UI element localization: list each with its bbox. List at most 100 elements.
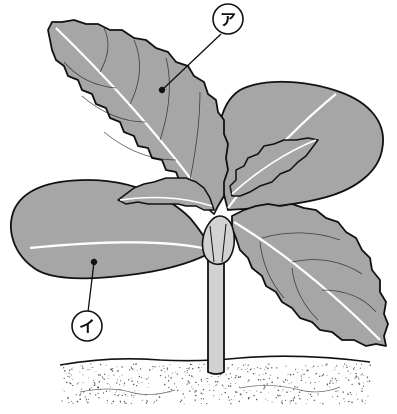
soil-dot <box>156 400 157 401</box>
soil-dot <box>285 400 286 401</box>
soil-dot <box>181 401 182 402</box>
soil-dot <box>133 384 135 386</box>
soil-dot <box>336 382 337 383</box>
soil-dot <box>83 374 84 375</box>
soil-dot <box>263 379 265 381</box>
soil-dot <box>118 370 119 371</box>
soil-dot <box>98 387 100 389</box>
soil-dot <box>322 375 323 376</box>
soil-dot <box>113 401 115 403</box>
soil-dot <box>79 372 80 373</box>
soil-dot <box>359 384 360 385</box>
soil-dot <box>64 364 65 365</box>
soil-dot <box>276 367 277 368</box>
soil-dot <box>134 390 135 391</box>
soil-dot <box>240 376 242 378</box>
soil-dot <box>77 383 78 384</box>
soil-dot <box>147 401 148 402</box>
soil-dot <box>230 383 231 384</box>
soil-dot <box>181 400 182 401</box>
soil-dot <box>109 384 110 385</box>
soil-dot <box>120 401 121 402</box>
soil-dot <box>189 391 190 392</box>
soil-dot <box>319 381 320 382</box>
soil-dot <box>343 366 344 367</box>
soil-dot <box>64 391 65 392</box>
soil-dot <box>90 393 91 394</box>
soil-dot <box>184 397 185 398</box>
soil-dot <box>338 373 339 374</box>
soil-dot <box>318 393 319 394</box>
soil-dot <box>111 370 112 371</box>
soil-dot <box>349 366 350 367</box>
soil-dot <box>110 386 111 387</box>
soil-dot <box>145 378 146 379</box>
soil-dot <box>215 385 216 386</box>
soil-dot <box>131 367 132 368</box>
soil-dot <box>323 373 324 374</box>
soil-dot <box>327 385 328 386</box>
soil-dot <box>103 392 104 393</box>
soil-dot <box>66 373 67 374</box>
soil-dot <box>355 377 356 378</box>
soil-dot <box>67 376 68 377</box>
soil-dot <box>362 399 363 400</box>
soil-dot <box>107 383 108 384</box>
soil-dot <box>345 377 346 378</box>
soil-dot <box>203 363 204 364</box>
soil-dot <box>192 388 193 389</box>
soil-dot <box>134 395 135 396</box>
soil-dot <box>131 380 133 382</box>
soil-dot <box>209 384 210 385</box>
soil-dot <box>307 370 308 371</box>
soil-dot <box>305 382 306 383</box>
soil-dot <box>267 400 268 401</box>
soil-dot <box>253 373 254 374</box>
soil-dot <box>301 380 302 381</box>
soil-dot <box>94 384 96 386</box>
soil-dot <box>355 373 356 374</box>
soil-dot <box>68 402 69 403</box>
soil-dot <box>99 381 101 383</box>
soil-dot <box>289 401 290 402</box>
soil-dot <box>215 381 216 382</box>
soil-dot <box>283 389 284 390</box>
soil-dot <box>72 379 73 380</box>
soil-dot <box>211 376 212 377</box>
soil-dot <box>213 390 214 391</box>
soil-dot <box>110 369 111 370</box>
callout-label: ア <box>220 10 236 29</box>
soil-dot <box>260 392 261 393</box>
soil-dot <box>136 385 137 386</box>
soil-dot <box>230 385 232 387</box>
soil-dot <box>72 403 73 404</box>
soil-dot <box>165 371 166 372</box>
soil-dot <box>132 368 134 370</box>
soil-dot <box>263 388 264 389</box>
soil-dot <box>218 376 219 377</box>
soil-dot <box>140 368 141 369</box>
soil-dot <box>229 374 230 375</box>
soil-dot <box>154 401 155 402</box>
soil-dot <box>119 384 120 385</box>
soil-dot <box>189 375 190 376</box>
soil-dot <box>335 378 336 379</box>
soil-dot <box>264 386 266 388</box>
soil-dot <box>116 391 117 392</box>
soil-dot <box>98 397 99 398</box>
soil-dot <box>120 402 121 403</box>
soil-dot <box>306 403 307 404</box>
soil-dot <box>209 390 210 391</box>
soil-dot <box>313 366 314 367</box>
soil-dot <box>266 383 268 385</box>
soil-dot <box>135 363 137 365</box>
soil-dot <box>354 378 355 379</box>
soil-dot <box>73 367 74 368</box>
soil-dot <box>317 366 318 367</box>
soil-dot <box>131 366 132 367</box>
soil-dot <box>137 370 138 371</box>
soil-dot <box>308 393 309 394</box>
soil-dot <box>188 368 189 369</box>
soil-dot <box>304 374 305 375</box>
soil-dot <box>294 386 296 388</box>
